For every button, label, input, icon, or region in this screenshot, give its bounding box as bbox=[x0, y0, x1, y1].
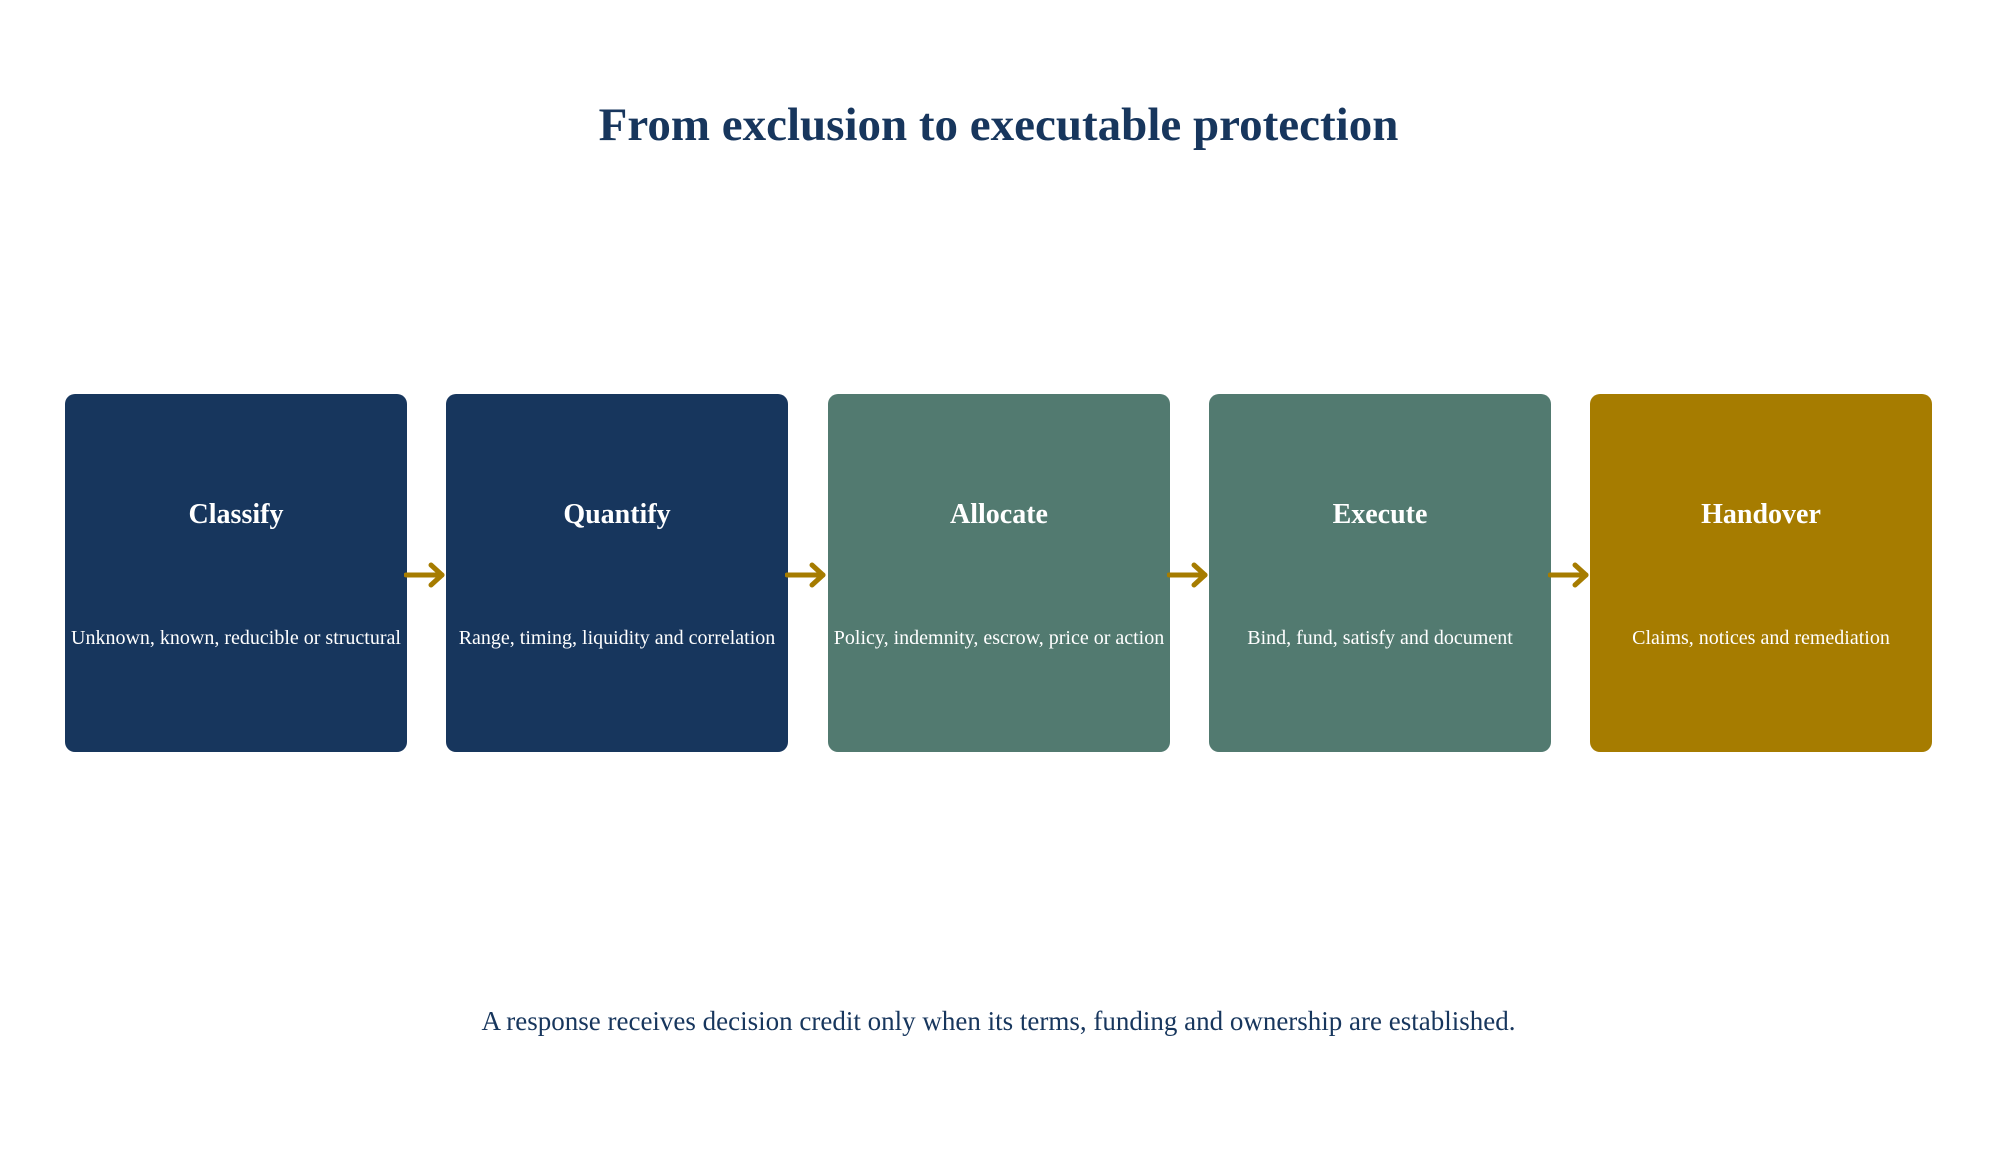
footer-note: A response receives decision credit only… bbox=[481, 1006, 1516, 1036]
step-description: Unknown, known, reducible or structural bbox=[71, 627, 401, 649]
step-title: Handover bbox=[1701, 499, 1821, 530]
arrow-right-icon bbox=[404, 562, 445, 588]
step-classify: Classify Unknown, known, reducible or st… bbox=[65, 394, 407, 752]
step-title: Classify bbox=[188, 499, 284, 530]
page-title: From exclusion to executable protection bbox=[598, 99, 1399, 151]
arrow-right-icon bbox=[1548, 562, 1589, 588]
arrow-right-icon bbox=[1167, 562, 1208, 588]
step-description: Range, timing, liquidity and correlation bbox=[458, 627, 776, 649]
step-execute: Execute Bind, fund, satisfy and document bbox=[1209, 394, 1551, 752]
step-quantify: Quantify Range, timing, liquidity and co… bbox=[446, 394, 788, 752]
step-title: Execute bbox=[1332, 499, 1428, 530]
step-title: Allocate bbox=[950, 499, 1048, 530]
step-description: Bind, fund, satisfy and document bbox=[1247, 627, 1513, 649]
step-description: Policy, indemnity, escrow, price or acti… bbox=[833, 627, 1165, 649]
step-description: Claims, notices and remediation bbox=[1632, 627, 1890, 649]
arrow-right-icon bbox=[785, 562, 826, 588]
step-title: Quantify bbox=[563, 499, 671, 530]
step-handover: Handover Claims, notices and remediation bbox=[1590, 394, 1932, 752]
step-allocate: Allocate Policy, indemnity, escrow, pric… bbox=[828, 394, 1170, 752]
